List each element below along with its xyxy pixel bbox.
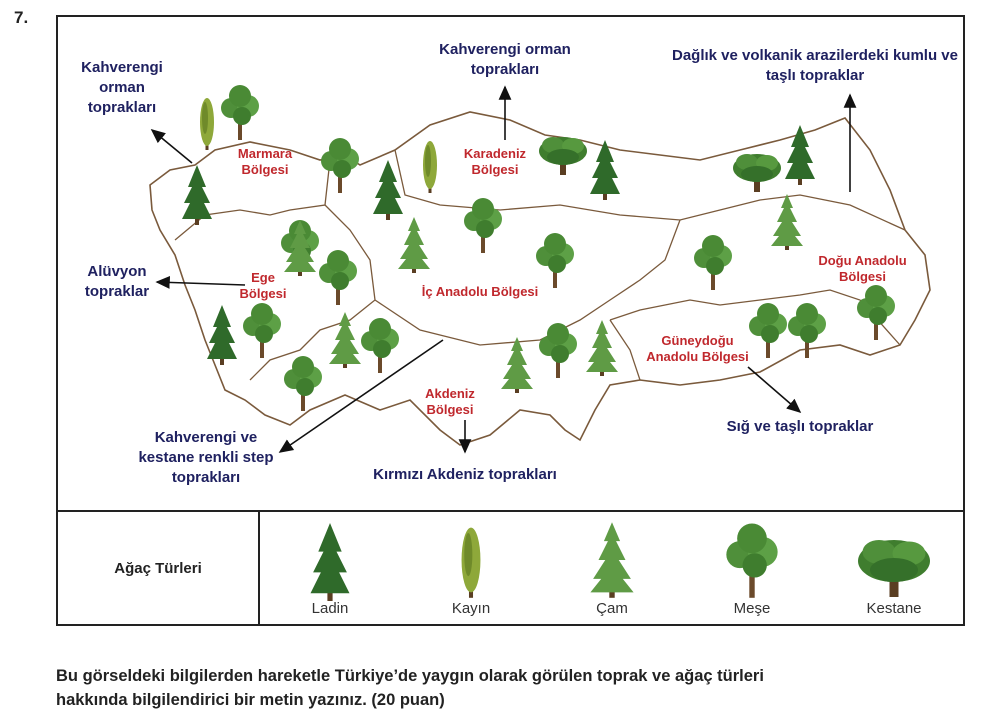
map-arrows — [150, 85, 857, 454]
region-label-ic-anadolu: İç Anadolu Bölgesi — [421, 284, 539, 299]
legend-label-cam: Çam — [596, 600, 628, 617]
region-label-dogu-anadolu: Doğu Anadolu Bölgesi — [818, 253, 907, 284]
soil-label-ege: Alüvyon topraklar — [84, 263, 150, 300]
legend-label-mese: Meşe — [733, 600, 771, 617]
region-borders — [174, 149, 906, 381]
soil-label-akdeniz: Kırmızı Akdeniz toprakları — [373, 466, 557, 483]
region-label-akdeniz: Akdeniz Bölgesi — [425, 386, 475, 417]
soil-label-guneydogu: Sığ ve taşlı topraklar — [726, 418, 874, 435]
legend-divider — [258, 512, 260, 624]
oak-tree-icon — [726, 523, 778, 598]
question-number: 7. — [14, 8, 29, 27]
legend-label-kayin: Kayın — [451, 600, 491, 617]
legend-label-ladin: Ladin — [311, 600, 349, 617]
question-text: Bu görseldeki bilgilerden hareketle Türk… — [56, 664, 764, 712]
soil-label-karadeniz: Kahverengi orman toprakları — [439, 41, 571, 78]
question-line-1: Bu görseldeki bilgilerden hareketle Türk… — [56, 667, 764, 685]
question-line-2: hakkında bilgilendirici bir metin yazını… — [56, 691, 445, 709]
soil-label-marmara: Kahverengi orman toprakları — [81, 59, 163, 116]
turkey-outline — [149, 111, 931, 446]
beech-tree-icon — [461, 527, 481, 598]
region-label-marmara: Marmara Bölgesi — [237, 146, 293, 177]
region-label-guneydogu: Güneydoğu Anadolu Bölgesi — [646, 333, 749, 364]
soil-label-ic-anadolu: Kahverengi ve kestane renkli step toprak… — [138, 429, 274, 486]
legend-label-kestane: Kestane — [866, 600, 922, 617]
chestnut-tree-icon — [858, 540, 930, 597]
region-label-ege: Ege Bölgesi — [239, 270, 287, 301]
spruce-tree-icon — [310, 523, 350, 601]
region-label-karadeniz: Karadeniz Bölgesi — [463, 146, 527, 177]
tree-legend: Ağaç Türleri Ladin Kayın Çam Meşe Kestan… — [56, 510, 965, 626]
legend-title: Ağaç Türleri — [114, 559, 202, 577]
soil-label-dogu: Dağlık ve volkanik arazilerdeki kumlu ve… — [672, 47, 958, 84]
pine-tree-icon — [590, 522, 634, 598]
map-trees — [182, 85, 895, 411]
